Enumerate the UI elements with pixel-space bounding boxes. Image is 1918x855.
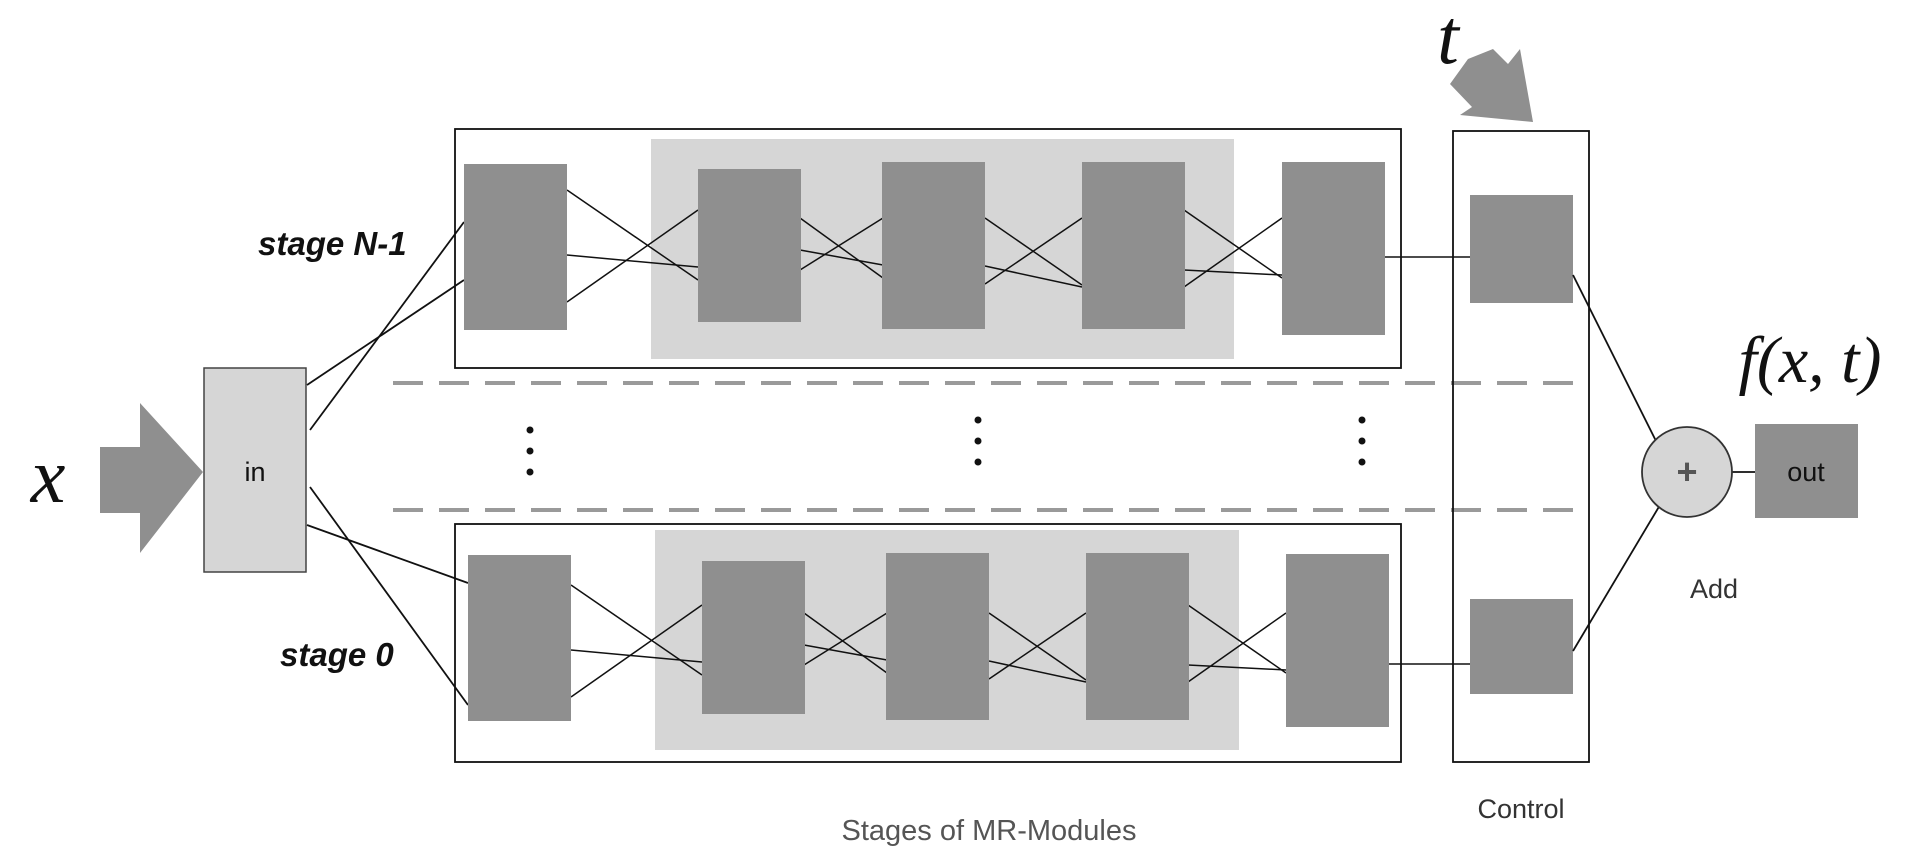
time-var-t: t [1437,0,1461,80]
input-arrow [100,403,203,553]
control-block-bottom [1470,599,1573,694]
stage-bottom-block-4 [1086,553,1189,720]
stage-top-block-3 [882,162,985,329]
stage-top-block-1 [464,164,567,330]
stage-bottom-module [454,523,1470,763]
stage-bottom-label: stage 0 [280,636,394,673]
stage-bottom-block-5 [1286,554,1389,727]
add-node [1641,426,1733,518]
output-func-label: f(x, t) [1739,324,1882,397]
control-to-add-lines [1572,274,1755,652]
in-fanout-lines [306,221,469,706]
stage-top-block-5 [1282,162,1385,335]
add-label: Add [1690,574,1738,604]
control-frame [1452,130,1590,763]
control-block-top [1470,195,1573,303]
add-symbol: + [1676,451,1697,492]
stage-bottom-frame [454,523,1402,763]
stage-top-frame [454,128,1402,369]
stage-top-module [454,128,1470,369]
stage-top-label: stage N-1 [258,225,407,262]
stages-caption: Stages of MR-Modules [842,815,1137,847]
stage-bottom-block-2 [702,561,805,714]
stage-top-block-4 [1082,162,1185,329]
stage-bottom-connections [570,584,1470,698]
ellipsis-dots [526,416,1366,476]
in-block-label: in [244,457,265,487]
stage-top-block-2 [698,169,801,322]
stage-top-connections [566,189,1470,303]
stage-bottom-block-1 [468,555,571,721]
input-var-x: x [30,432,66,519]
out-block [1755,424,1858,518]
time-arrow [1450,49,1533,122]
in-block [203,367,307,573]
stage-bottom-block-3 [886,553,989,720]
control-label: Control [1477,794,1564,824]
out-block-label: out [1787,457,1825,487]
